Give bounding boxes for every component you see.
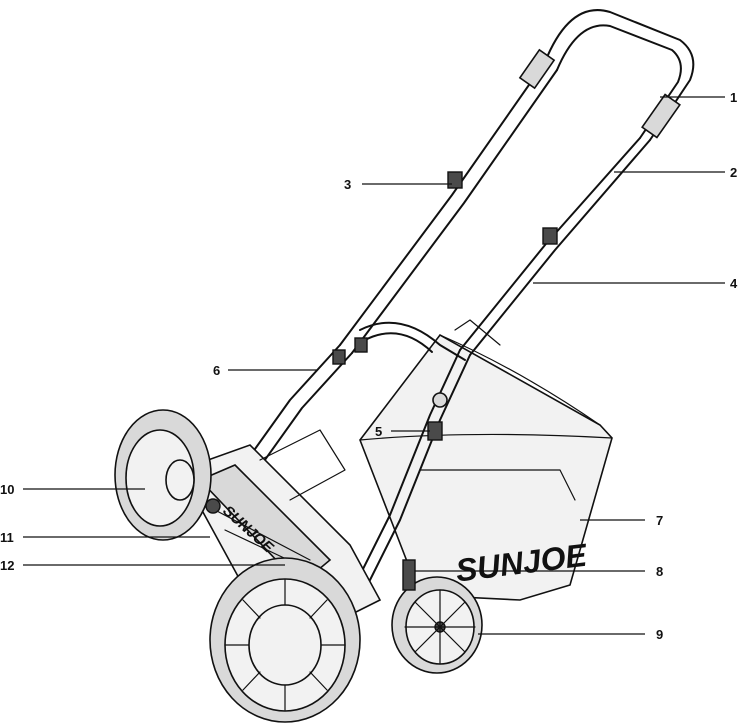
rear-left-wheel: [114, 409, 212, 541]
callout-labels: 1 2 3 4 5 6 7 8 9 10 11 12: [0, 90, 738, 642]
callout-12: 12: [0, 558, 14, 573]
front-left-wheel: [209, 557, 361, 723]
middle-clamp-knob: [542, 227, 558, 245]
handle-grip-left: [518, 48, 556, 90]
callout-10: 10: [0, 482, 14, 497]
grass-catcher-bag: SUNJOE: [359, 319, 613, 601]
callout-5: 5: [375, 424, 382, 439]
front-right-wheel: [391, 576, 483, 674]
callout-9: 9: [656, 627, 663, 642]
callout-2: 2: [730, 165, 737, 180]
callout-6: 6: [213, 363, 220, 378]
upper-clamp-knob: [447, 171, 463, 189]
lower-clamp-knob-b: [354, 337, 368, 353]
lower-clamp-knob-a: [332, 349, 346, 365]
handle-grip-right: [641, 93, 681, 139]
callout-11: 11: [0, 530, 14, 545]
callout-7: 7: [656, 513, 663, 528]
handle-frame: [239, 9, 695, 601]
callout-8: 8: [656, 564, 663, 579]
callout-3: 3: [344, 177, 351, 192]
deck-logo-badge: [205, 498, 221, 514]
leader-lines: [23, 96, 725, 635]
callout-4: 4: [730, 276, 738, 291]
bag-hook: [402, 559, 416, 591]
callout-1: 1: [730, 90, 737, 105]
